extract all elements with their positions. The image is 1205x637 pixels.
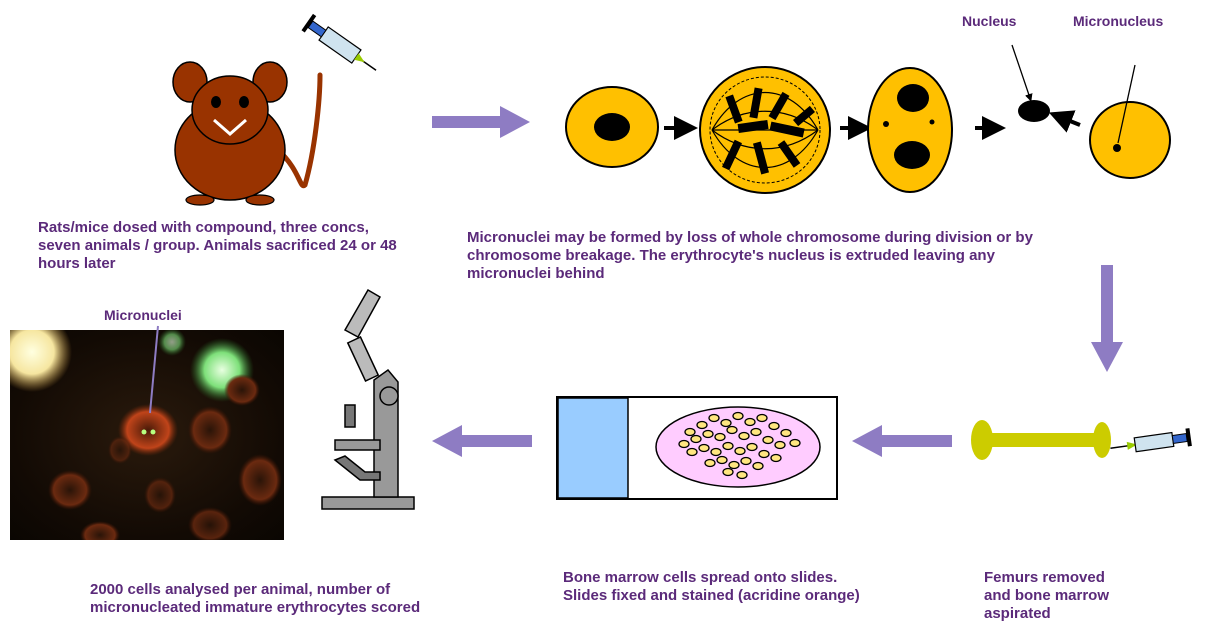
mouse-icon	[173, 62, 320, 205]
step5-caption: 2000 cells analysed per animal, number o…	[90, 581, 470, 617]
femur-icon	[971, 420, 1111, 460]
flow-arrow-4	[432, 425, 532, 457]
erythrocyte-with-micronucleus	[1090, 102, 1170, 178]
flow-arrow-down	[1091, 265, 1123, 372]
femur-syringe-icon	[1109, 428, 1192, 457]
flow-arrow-3	[852, 425, 952, 457]
cell-mitosis	[700, 67, 830, 193]
step3-caption: Femurs removed and bone marrow aspirated	[984, 569, 1124, 623]
microscope-icon	[322, 290, 414, 509]
flow-arrow-1	[432, 106, 530, 138]
step4-caption: Bone marrow cells spread onto slides. Sl…	[563, 569, 868, 605]
slide-icon	[557, 397, 837, 499]
syringe-icon	[301, 14, 381, 79]
step1-caption: Rats/mice dosed with compound, three con…	[38, 219, 398, 273]
step2-caption: Micronuclei may be formed by loss of who…	[467, 229, 1082, 283]
nucleus-pointer	[1012, 45, 1030, 98]
extruded-nucleus	[1018, 100, 1050, 122]
extrusion-arrow	[1060, 117, 1080, 125]
micrograph-image	[10, 330, 284, 540]
micronucleus-label: Micronucleus	[1073, 13, 1163, 29]
cell-telophase	[868, 68, 952, 192]
micronuclei-label: Micronuclei	[104, 307, 182, 323]
nucleus-label: Nucleus	[962, 13, 1016, 29]
cell-interphase	[566, 87, 658, 167]
